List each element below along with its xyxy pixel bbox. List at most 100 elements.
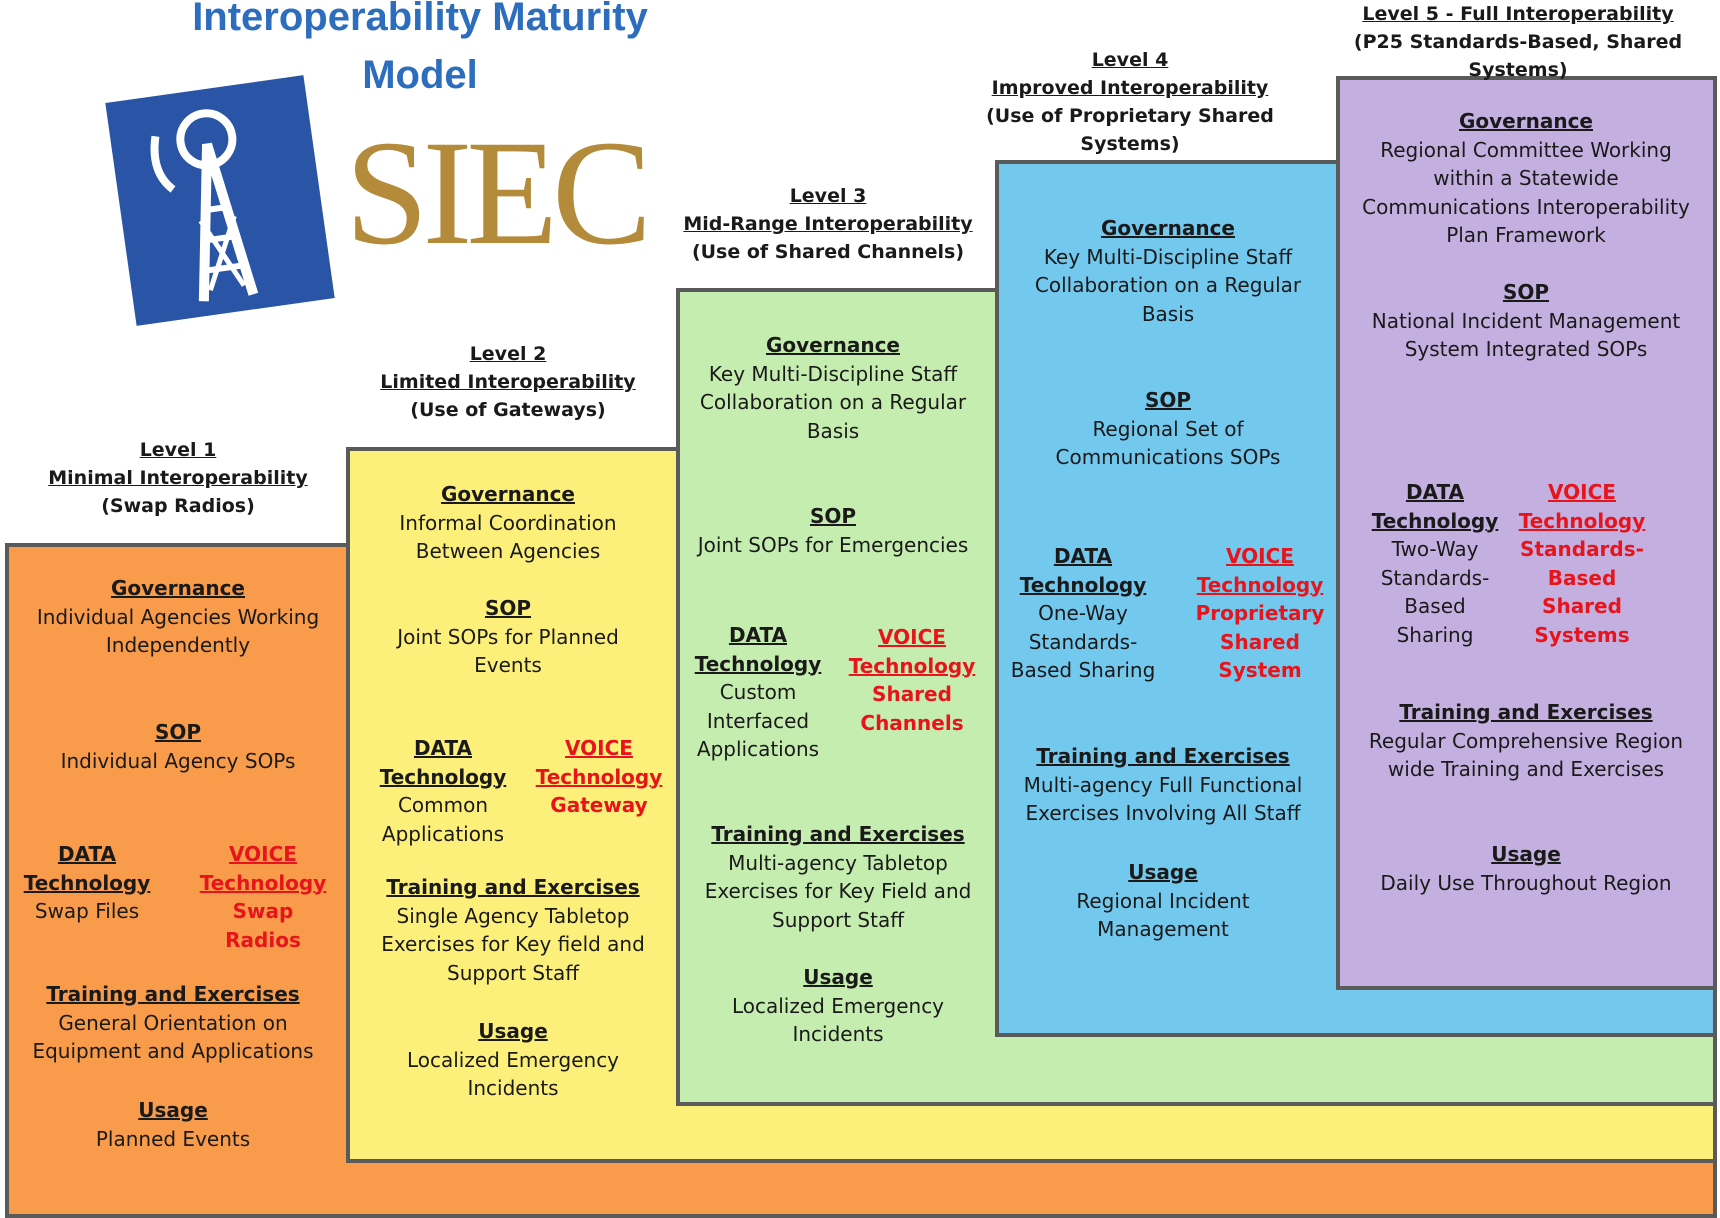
sop-heading: SOP xyxy=(1144,388,1192,412)
level-2-training: Training and Exercises Single Agency Tab… xyxy=(373,873,653,987)
level-1-label: Level 1 xyxy=(139,439,217,461)
page-title: Interoperability Maturity Model xyxy=(192,0,648,97)
governance-heading: Governance xyxy=(110,576,245,600)
governance-text: Key Multi-Discipline Staff Collaboration… xyxy=(1034,244,1302,326)
level-3-label: Level 3 xyxy=(789,185,867,207)
data-technology-heading: DATA Technology xyxy=(1019,544,1147,597)
governance-text: Individual Agencies Working Independentl… xyxy=(36,604,320,658)
data-technology-text: Two-Way Standards-Based Sharing xyxy=(1380,537,1490,647)
level-3-voice-technology: VOICE Technology Shared Channels xyxy=(826,623,998,737)
voice-technology-text: Swap Radios xyxy=(225,899,301,952)
usage-heading: Usage xyxy=(803,965,873,989)
training-heading: Training and Exercises xyxy=(46,982,300,1006)
level-5-paren: (P25 Standards-Based, Shared Systems) xyxy=(1353,31,1683,81)
sop-text: Joint SOPs for Emergencies xyxy=(697,532,969,557)
training-text: Regular Comprehensive Region wide Traini… xyxy=(1368,728,1684,782)
sop-text: Individual Agency SOPs xyxy=(60,748,296,773)
voice-technology-text: Shared Channels xyxy=(860,682,964,735)
data-technology-text: Swap Files xyxy=(34,899,140,923)
sop-text: Regional Set of Communications SOPs xyxy=(1055,416,1281,470)
level-4-voice-technology: VOICE Technology Proprietary Shared Syst… xyxy=(1190,542,1330,685)
level-5-governance: Governance Regional Committee Working wi… xyxy=(1356,107,1696,250)
data-technology-heading: DATA Technology xyxy=(23,842,151,895)
usage-heading: Usage xyxy=(478,1019,548,1043)
level-2-label: Level 2 xyxy=(469,343,547,365)
usage-text: Localized Emergency Incidents xyxy=(406,1047,620,1101)
level-2-paren: (Use of Gateways) xyxy=(410,399,606,421)
sop-heading: SOP xyxy=(809,504,857,528)
level-1-paren: (Swap Radios) xyxy=(101,495,255,517)
level-1-governance: Governance Individual Agencies Working I… xyxy=(28,574,328,660)
voice-technology-heading: VOICE Technology xyxy=(1518,480,1646,533)
level-4-sop: SOP Regional Set of Communications SOPs xyxy=(1038,386,1298,472)
training-text: Single Agency Tabletop Exercises for Key… xyxy=(381,903,645,985)
training-heading: Training and Exercises xyxy=(711,822,965,846)
data-technology-text: Common Applications xyxy=(381,793,505,846)
level-5-usage: Usage Daily Use Throughout Region xyxy=(1376,840,1676,897)
usage-text: Localized Emergency Incidents xyxy=(731,993,945,1047)
level-1-data-technology: DATA Technology Swap Files xyxy=(22,840,152,926)
level-1-header: Level 1 Minimal Interoperability (Swap R… xyxy=(28,436,328,520)
siec-logo-tower-icon xyxy=(105,75,335,326)
data-technology-heading: DATA Technology xyxy=(379,736,507,789)
siec-logo-text: SIEC xyxy=(345,110,652,276)
data-technology-text: One-Way Standards-Based Sharing xyxy=(1010,601,1156,682)
level-1-usage: Usage Planned Events xyxy=(28,1096,318,1153)
sop-heading: SOP xyxy=(1502,280,1550,304)
level-1-name: Minimal Interoperability xyxy=(48,467,308,489)
level-4-paren: (Use of Proprietary Shared Systems) xyxy=(986,105,1274,155)
level-5-label: Level 5 - Full Interoperability xyxy=(1362,3,1674,25)
data-technology-heading: DATA Technology xyxy=(1371,480,1499,533)
voice-technology-heading: VOICE Technology xyxy=(535,736,663,789)
usage-heading: Usage xyxy=(1491,842,1561,866)
level-1-sop: SOP Individual Agency SOPs xyxy=(28,718,328,775)
sop-heading: SOP xyxy=(154,720,202,744)
voice-technology-text: Proprietary Shared System xyxy=(1195,601,1325,682)
level-4-governance: Governance Key Multi-Discipline Staff Co… xyxy=(1028,214,1308,328)
level-5-training: Training and Exercises Regular Comprehen… xyxy=(1366,698,1686,784)
training-heading: Training and Exercises xyxy=(386,875,640,899)
training-text: General Orientation on Equipment and App… xyxy=(32,1010,314,1064)
level-4-training: Training and Exercises Multi-agency Full… xyxy=(1018,742,1308,828)
voice-technology-text: Standards-Based Shared Systems xyxy=(1520,537,1644,647)
level-5-header: Level 5 - Full Interoperability (P25 Sta… xyxy=(1318,0,1718,84)
sop-heading: SOP xyxy=(484,596,532,620)
usage-heading: Usage xyxy=(1128,860,1198,884)
usage-text: Planned Events xyxy=(95,1126,251,1151)
level-3-training: Training and Exercises Multi-agency Tabl… xyxy=(698,820,978,934)
voice-technology-heading: VOICE Technology xyxy=(848,625,976,678)
governance-text: Informal Coordination Between Agencies xyxy=(399,510,617,564)
level-3-governance: Governance Key Multi-Discipline Staff Co… xyxy=(693,331,973,445)
governance-heading: Governance xyxy=(440,482,575,506)
governance-heading: Governance xyxy=(765,333,900,357)
voice-technology-heading: VOICE Technology xyxy=(199,842,327,895)
usage-text: Daily Use Throughout Region xyxy=(1380,870,1672,895)
level-3-data-technology: DATA Technology Custom Interfaced Applic… xyxy=(688,621,828,764)
governance-text: Key Multi-Discipline Staff Collaboration… xyxy=(699,361,967,443)
sop-text: Joint SOPs for Planned Events xyxy=(397,624,619,678)
level-2-header: Level 2 Limited Interoperability (Use of… xyxy=(358,340,658,424)
level-3-paren: (Use of Shared Channels) xyxy=(691,241,965,263)
level-5-sop: SOP National Incident Management System … xyxy=(1366,278,1686,364)
level-2-voice-technology: VOICE Technology Gateway xyxy=(535,734,663,820)
level-4-data-technology: DATA Technology One-Way Standards-Based … xyxy=(1008,542,1158,685)
training-text: Multi-agency Full Functional Exercises I… xyxy=(1023,772,1303,826)
data-technology-text: Custom Interfaced Applications xyxy=(696,680,820,761)
level-1-training: Training and Exercises General Orientati… xyxy=(28,980,318,1066)
level-4-label: Level 4 xyxy=(1091,49,1169,71)
level-2-usage: Usage Localized Emergency Incidents xyxy=(383,1017,643,1103)
usage-text: Regional Incident Management xyxy=(1076,888,1250,942)
level-3-usage: Usage Localized Emergency Incidents xyxy=(718,963,958,1049)
voice-technology-heading: VOICE Technology xyxy=(1196,544,1324,597)
level-2-governance: Governance Informal Coordination Between… xyxy=(363,480,653,566)
usage-heading: Usage xyxy=(138,1098,208,1122)
training-heading: Training and Exercises xyxy=(1036,744,1290,768)
governance-heading: Governance xyxy=(1100,216,1235,240)
level-4-header: Level 4 Improved Interoperability (Use o… xyxy=(945,46,1315,158)
data-technology-heading: DATA Technology xyxy=(694,623,822,676)
level-5-box xyxy=(1336,76,1717,990)
level-3-header: Level 3 Mid-Range Interoperability (Use … xyxy=(678,182,978,266)
level-5-voice-technology: VOICE Technology Standards-Based Shared … xyxy=(1512,478,1652,649)
level-3-sop: SOP Joint SOPs for Emergencies xyxy=(688,502,978,559)
level-4-usage: Usage Regional Incident Management xyxy=(1048,858,1278,944)
